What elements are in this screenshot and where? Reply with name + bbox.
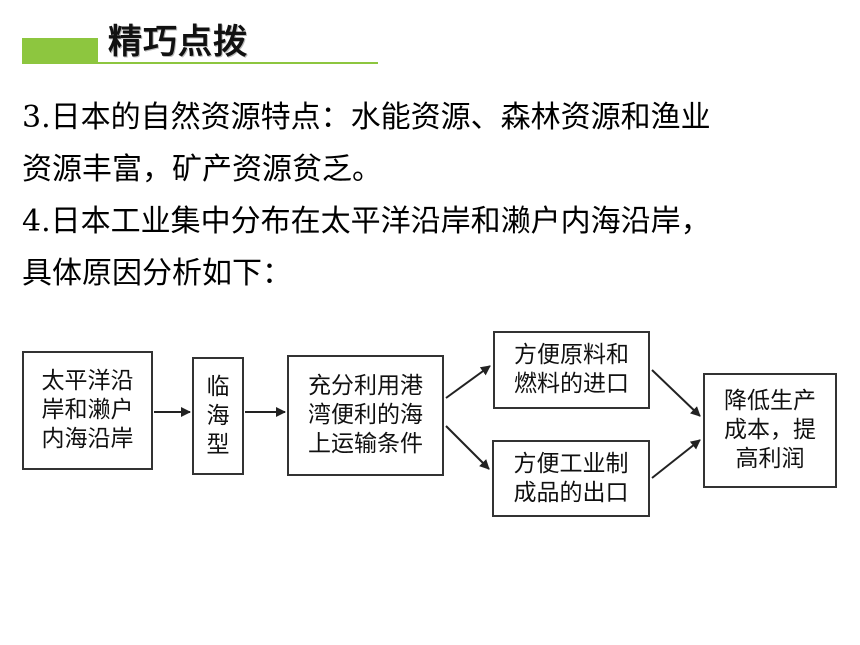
paragraph-4-line-1: 4.日本工业集中分布在太平洋沿岸和濑户内海沿岸， (22, 204, 711, 239)
node-type-label: 临 海 型 (206, 373, 230, 458)
paragraph-4-line-2: 具体原因分析如下： (22, 256, 292, 291)
header-underline (22, 62, 378, 64)
page-title: 精巧点拨 (108, 22, 248, 62)
arrow-import-to-result (651, 369, 701, 417)
node-location-label: 太平洋沿 岸和濑户 内海沿岸 (41, 368, 134, 452)
paragraph-3-line-2: 资源丰富，矿产资源贫乏。 (22, 152, 382, 187)
node-export: 方便工业制 成品的出口 (492, 440, 650, 517)
arrow-transport-to-import (445, 365, 491, 399)
node-result: 降低生产 成本，提 高利润 (703, 373, 837, 488)
node-import: 方便原料和 燃料的进口 (493, 331, 650, 409)
node-transport-label: 充分利用港 湾便利的海 上运输条件 (308, 373, 423, 457)
node-type: 临 海 型 (192, 357, 244, 475)
node-result-label: 降低生产 成本，提 高利润 (724, 388, 816, 472)
node-import-label: 方便原料和 燃料的进口 (514, 342, 629, 397)
paragraph-3-line-1: 3.日本的自然资源特点：水能资源、森林资源和渔业 (22, 100, 711, 135)
arrow-transport-to-export (445, 425, 490, 470)
arrow-export-to-result (651, 439, 701, 479)
node-location: 太平洋沿 岸和濑户 内海沿岸 (22, 351, 153, 470)
node-transport: 充分利用港 湾便利的海 上运输条件 (287, 355, 444, 476)
node-export-label: 方便工业制 成品的出口 (513, 450, 629, 506)
header-accent-bar (22, 38, 98, 64)
